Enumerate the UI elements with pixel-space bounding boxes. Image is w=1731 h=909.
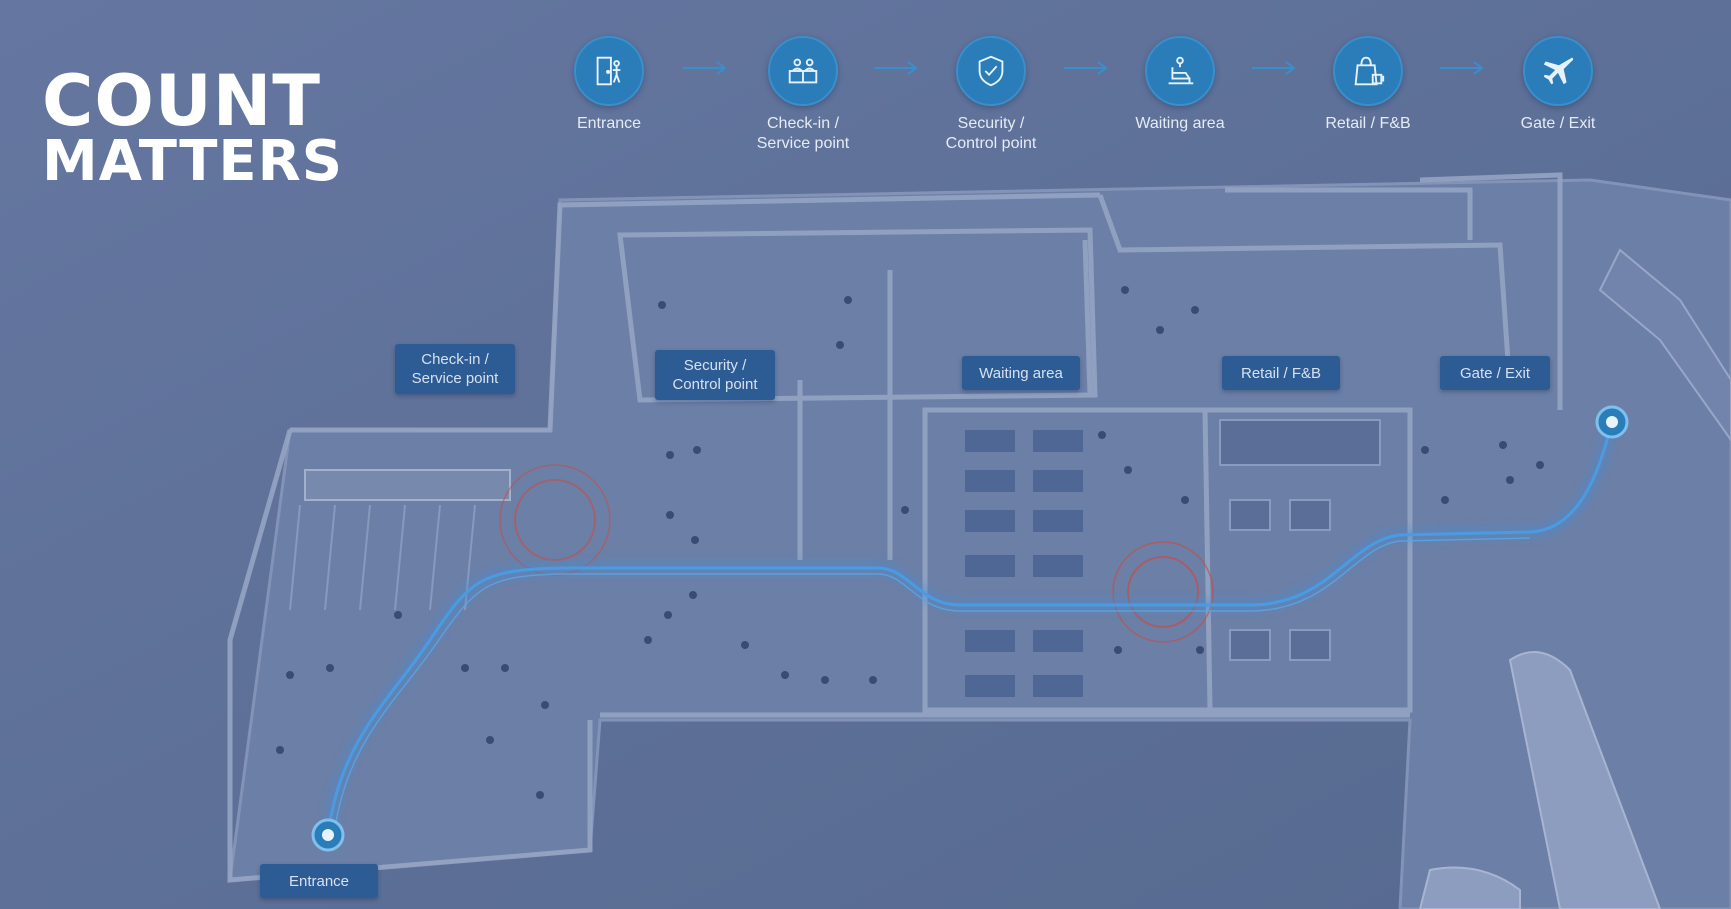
step-label: Waiting area bbox=[1135, 115, 1225, 132]
zone-tag-security: Security / Control point bbox=[655, 350, 775, 400]
checkin-desks bbox=[289, 469, 511, 611]
zone-tag-checkin: Check-in / Service point bbox=[395, 344, 515, 394]
building-walls bbox=[227, 172, 1563, 883]
step-checkin: Check-in / Service point bbox=[728, 36, 878, 154]
zone-tag-retail: Retail / F&B bbox=[1222, 356, 1340, 390]
step-label: Security / Control point bbox=[945, 115, 1037, 152]
shopping-bag-icon bbox=[1333, 36, 1403, 106]
brand-line-1: COUNT bbox=[42, 60, 322, 142]
brand-logo: COUNT MATTERS bbox=[42, 60, 344, 194]
passenger-flow-path bbox=[321, 420, 1619, 836]
step-retail: Retail / F&B bbox=[1293, 36, 1443, 134]
door-entrance-icon bbox=[574, 36, 644, 106]
arrow-right-icon bbox=[683, 61, 727, 75]
zone-tag-gate: Gate / Exit bbox=[1440, 356, 1550, 390]
brand-line-2: MATTERS bbox=[42, 129, 344, 194]
zone-tag-entrance: Entrance bbox=[260, 864, 378, 898]
retail-stalls bbox=[1219, 419, 1381, 661]
step-label: Retail / F&B bbox=[1325, 115, 1411, 132]
aircraft bbox=[1418, 651, 1662, 909]
arrow-right-icon bbox=[1064, 61, 1108, 75]
arrow-right-icon bbox=[1440, 61, 1484, 75]
arrow-right-icon bbox=[1252, 61, 1296, 75]
people bbox=[276, 286, 1544, 799]
arrow-right-icon bbox=[874, 61, 918, 75]
step-waiting: Waiting area bbox=[1105, 36, 1255, 134]
service-desk-icon bbox=[768, 36, 838, 106]
seated-person-icon bbox=[1145, 36, 1215, 106]
airplane-icon bbox=[1523, 36, 1593, 106]
flow-endpoints bbox=[311, 405, 1629, 852]
jet-bridge bbox=[1598, 248, 1731, 442]
step-label: Entrance bbox=[576, 115, 642, 132]
seat-rows bbox=[965, 430, 1083, 697]
step-gate: Gate / Exit bbox=[1483, 36, 1633, 134]
step-label: Check-in / Service point bbox=[756, 115, 850, 152]
step-label: Gate / Exit bbox=[1520, 115, 1596, 132]
step-entrance: Entrance bbox=[534, 36, 684, 134]
shield-check-icon bbox=[956, 36, 1026, 106]
heat-zone-waiting bbox=[1112, 541, 1214, 643]
zone-tag-waiting: Waiting area bbox=[962, 356, 1080, 390]
step-security: Security / Control point bbox=[916, 36, 1066, 154]
